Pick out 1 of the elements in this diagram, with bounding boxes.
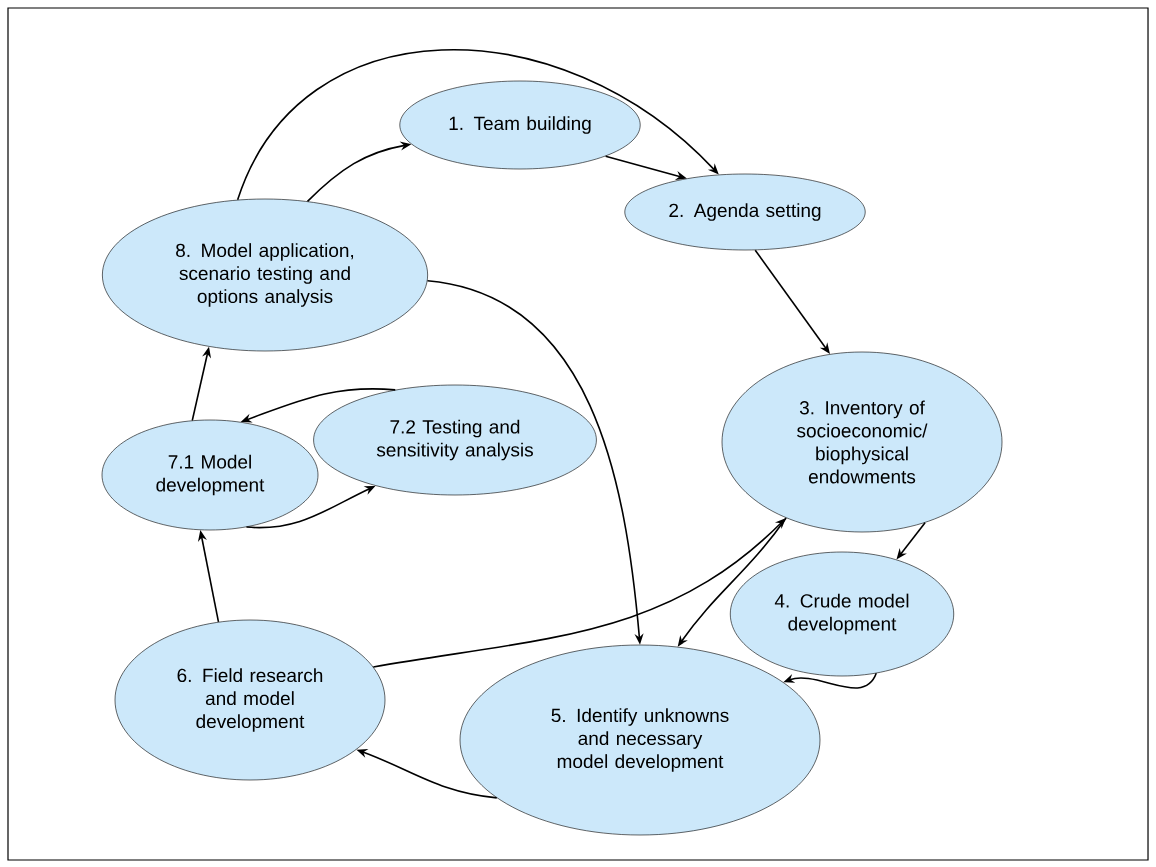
arrow (236, 49, 719, 201)
